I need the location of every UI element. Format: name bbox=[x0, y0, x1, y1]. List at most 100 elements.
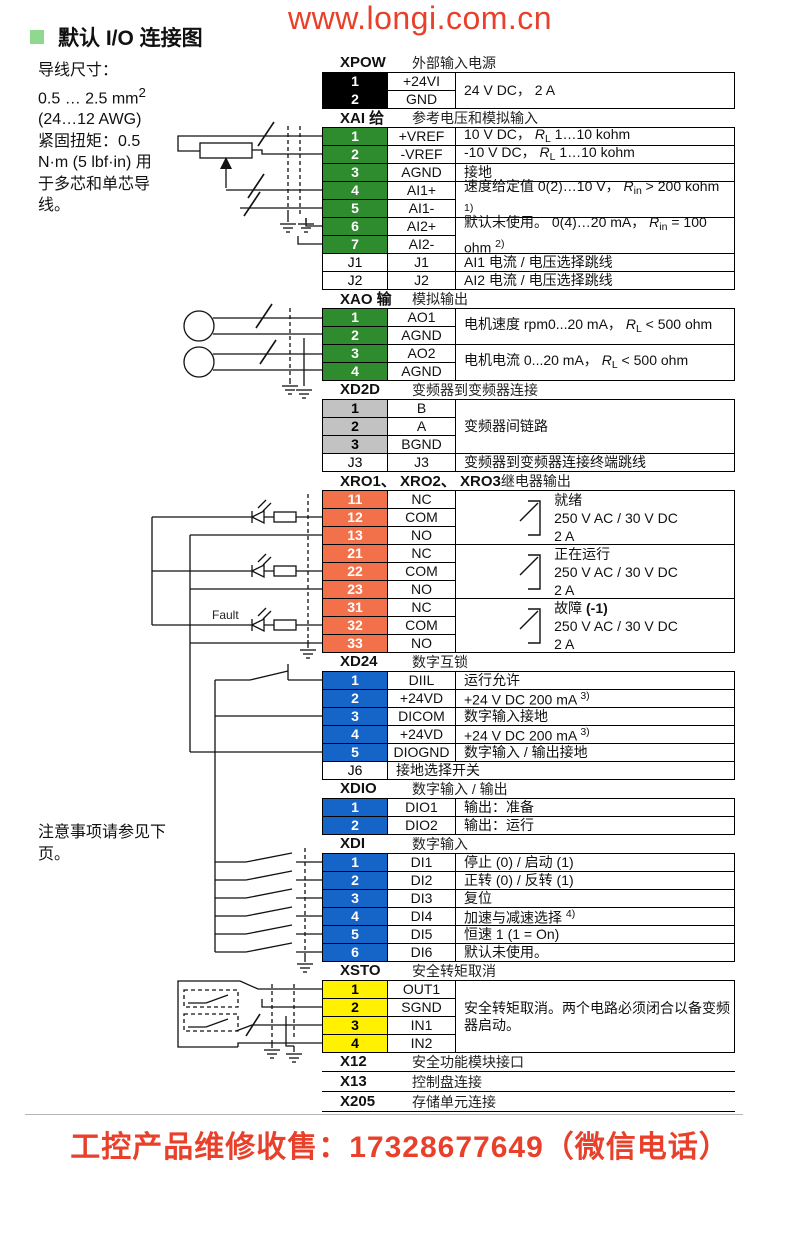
terminal-name: DI6 bbox=[387, 943, 456, 962]
terminal-name: NO bbox=[387, 634, 456, 653]
terminal-number: 4 bbox=[322, 181, 388, 200]
connector-title: 变频器到变频器连接 bbox=[412, 381, 538, 398]
terminal-name: GND bbox=[387, 90, 456, 109]
terminal-name: AGND bbox=[387, 362, 456, 381]
terminal-name: OUT1 bbox=[387, 980, 456, 999]
terminal-row: 1+VREF bbox=[322, 127, 456, 146]
terminal-row: J6 bbox=[322, 761, 388, 780]
terminal-name: SGND bbox=[387, 998, 456, 1017]
terminal-number: 22 bbox=[322, 562, 388, 581]
terminal-number: 21 bbox=[322, 544, 388, 563]
terminal-function: 加速与减速选择 4) bbox=[455, 907, 735, 926]
terminal-name: +24VD bbox=[387, 725, 456, 744]
connector-title: 数字输入 / 输出 bbox=[412, 780, 508, 797]
terminal-number: 33 bbox=[322, 634, 388, 653]
terminal-number: 3 bbox=[322, 435, 388, 454]
terminal-name: J3 bbox=[387, 453, 456, 472]
terminal-number: 32 bbox=[322, 616, 388, 635]
wire-note-line: 导线尺寸： bbox=[38, 62, 119, 79]
section-header: XAO 输模拟输出 bbox=[322, 289, 735, 309]
terminal-name: NO bbox=[387, 580, 456, 599]
terminal-number: 3 bbox=[322, 707, 388, 726]
terminal-name: AO2 bbox=[387, 344, 456, 363]
wire-note-line: 紧固扭矩：0.5 bbox=[38, 132, 141, 150]
terminal-name: -VREF bbox=[387, 145, 456, 164]
connector-title: 参考电压和模拟输入 bbox=[412, 109, 538, 126]
relay-contact-icon bbox=[519, 553, 541, 590]
terminal-function: -10 V DC， RL 1…10 kohm bbox=[455, 144, 735, 164]
terminal-number: 1 bbox=[322, 980, 388, 999]
terminal-function: 电机速度 rpm0...20 mA， RL < 500 ohm bbox=[455, 308, 735, 345]
terminal-function: 数字输入接地 bbox=[455, 707, 735, 726]
connector-name: XD2D bbox=[340, 381, 381, 398]
terminal-number: 5 bbox=[322, 199, 388, 218]
footer-divider bbox=[25, 1114, 743, 1115]
terminal-function: 24 V DC， 2 A bbox=[455, 72, 735, 109]
terminal-number: 2 bbox=[322, 326, 388, 345]
terminal-row: 2+24VD bbox=[322, 689, 456, 708]
terminal-number: 4 bbox=[322, 725, 388, 744]
terminal-number: 12 bbox=[322, 508, 388, 527]
terminal-name: DIO2 bbox=[387, 816, 456, 835]
terminal-name: IN1 bbox=[387, 1016, 456, 1035]
section-header: XAI 给 参考电压和模拟输入 bbox=[322, 108, 735, 128]
terminal-name: NO bbox=[387, 526, 456, 545]
wire-note-line: (24…12 AWG) bbox=[38, 111, 142, 129]
wire-note-line: N·m (5 lbf·in) 用 bbox=[38, 154, 152, 172]
connector-name: XAI 给 bbox=[340, 110, 385, 127]
terminal-number: 4 bbox=[322, 907, 388, 926]
see-next-page-note: 注意事项请参见下页。 bbox=[38, 824, 167, 863]
terminal-group-left: 1+VREF bbox=[322, 127, 456, 146]
terminal-name: AI1- bbox=[387, 199, 456, 218]
terminal-name: AGND bbox=[387, 326, 456, 345]
terminal-function: +24 V DC 200 mA 3) bbox=[455, 689, 735, 708]
relay-contact-icon bbox=[519, 499, 541, 536]
terminal-number: 6 bbox=[322, 943, 388, 962]
connector-title: 安全转矩取消 bbox=[412, 962, 496, 979]
terminal-number: 3 bbox=[322, 1016, 388, 1035]
terminal-function: 运行允许 bbox=[455, 671, 735, 690]
terminal-function: 正转 (0) / 反转 (1) bbox=[455, 871, 735, 890]
section-header: XD2D 变频器到变频器连接 bbox=[322, 380, 735, 399]
wire-note-line: 0.5 … 2.5 mm2 bbox=[38, 84, 146, 107]
